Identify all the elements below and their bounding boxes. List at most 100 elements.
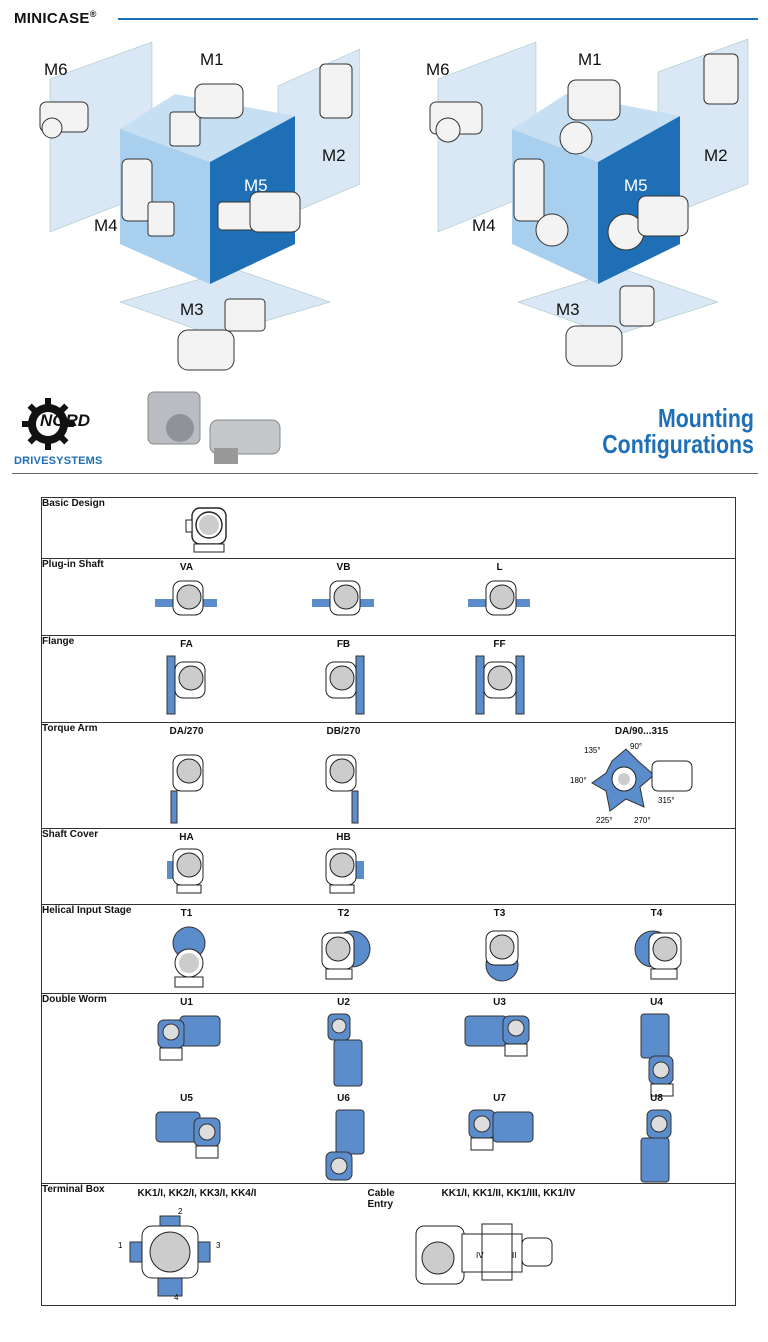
- config-fb: FB: [299, 639, 389, 721]
- t2-icon: [321, 930, 370, 980]
- svg-text:90°: 90°: [630, 742, 642, 751]
- u5-icon: [155, 1111, 220, 1159]
- config-u5: U5: [142, 1093, 232, 1179]
- row-label: Basic Design: [41, 497, 132, 559]
- u6-icon: [325, 1109, 364, 1181]
- mounting-cube-right: [429, 38, 749, 367]
- svg-text:315°: 315°: [658, 796, 675, 805]
- vb-icon: [311, 580, 374, 616]
- svg-text:270°: 270°: [634, 816, 651, 825]
- config-db270: DB/270: [299, 726, 389, 830]
- label-m1-left: M1: [200, 50, 224, 69]
- label-m4-left: M4: [94, 216, 118, 235]
- config-fa: FA: [142, 639, 232, 721]
- cable-entry-label: Cable Entry: [367, 1188, 395, 1210]
- da270-icon: [170, 754, 203, 824]
- config-u8: U8: [612, 1093, 702, 1191]
- config-t3: T3: [455, 908, 545, 994]
- row-basic-design: Basic Design: [41, 497, 736, 559]
- svg-text:180°: 180°: [570, 776, 587, 785]
- label-m3-right: M3: [556, 300, 580, 319]
- config-u6: U6: [299, 1093, 389, 1191]
- config-ha: HA: [142, 832, 232, 904]
- config-hb: HB: [299, 832, 389, 904]
- label-m5-right: M5: [624, 176, 648, 195]
- config-l: L: [455, 562, 545, 630]
- configuration-table: Basic Design Plug-in Shaft VA VB L: [41, 497, 736, 1306]
- svg-text:225°: 225°: [596, 816, 613, 825]
- cable-entry-icon: IV II: [415, 1223, 552, 1285]
- row-label: Double Worm: [41, 993, 132, 1184]
- config-u4: U4: [612, 997, 702, 1105]
- config-u2: U2: [299, 997, 389, 1091]
- terminal-box-variants: KK1/I, KK2/I, KK3/I, KK4/I: [137, 1188, 257, 1199]
- config-ff: FF: [455, 639, 545, 721]
- u3-icon: [464, 1015, 529, 1057]
- fa-icon: [166, 655, 205, 715]
- t3-icon: [485, 930, 518, 982]
- cable-entry-variants: KK1/I, KK1/II, KK1/III, KK1/IV: [441, 1188, 576, 1199]
- t4-icon: [634, 930, 681, 980]
- row-label: Terminal Box: [41, 1183, 132, 1306]
- config-t2: T2: [299, 908, 389, 994]
- t1-icon: [172, 926, 205, 988]
- row-plug-in-shaft: Plug-in Shaft VA VB L: [41, 558, 736, 636]
- label-m6-left: M6: [44, 60, 68, 79]
- config-basic: [162, 502, 252, 557]
- row-label: Flange: [41, 635, 132, 723]
- config-t1: T1: [142, 908, 232, 994]
- l-icon: [467, 580, 530, 616]
- config-va: VA: [142, 562, 232, 630]
- brand-header: MINICASE®: [14, 9, 97, 27]
- db270-icon: [325, 754, 358, 824]
- config-u3: U3: [455, 997, 545, 1083]
- title-rule: [12, 473, 758, 474]
- u2-icon: [327, 1013, 362, 1087]
- row-helical-input-stage: Helical Input Stage T1 T2 T3 T4: [41, 904, 736, 994]
- svg-text:IV: IV: [476, 1251, 484, 1260]
- ha-icon: [166, 848, 203, 894]
- row-label: Shaft Cover: [41, 828, 132, 905]
- terminal-box-icon: 1 2 3 4: [118, 1207, 221, 1302]
- label-m2-left: M2: [322, 146, 346, 165]
- config-da270: DA/270: [142, 726, 232, 830]
- row-shaft-cover: Shaft Cover HA HB: [41, 828, 736, 905]
- mounting-cube-left: [39, 41, 360, 371]
- header-rule: [118, 18, 758, 20]
- u1-icon: [157, 1015, 220, 1061]
- da90-315-icon: 135° 90° 180° 315° 225° 270°: [570, 742, 692, 825]
- nord-logo: NORD: [22, 398, 90, 450]
- row-flange: Flange FA FB FF: [41, 635, 736, 723]
- svg-text:3: 3: [216, 1241, 221, 1250]
- va-icon: [154, 580, 217, 616]
- svg-text:135°: 135°: [584, 746, 601, 755]
- config-u7: U7: [455, 1093, 545, 1179]
- svg-text:1: 1: [118, 1241, 123, 1250]
- basic-icon: [185, 507, 227, 553]
- u4-icon: [640, 1013, 673, 1097]
- ff-icon: [475, 655, 524, 715]
- u8-icon: [640, 1109, 671, 1183]
- row-double-worm: Double Worm U1 U2 U3 U4 U5 U6 U7 U8: [41, 993, 736, 1184]
- row-terminal-box: Terminal Box KK1/I, KK2/I, KK3/I, KK4/I …: [41, 1183, 736, 1306]
- label-m6-right: M6: [426, 60, 450, 79]
- svg-text:2: 2: [178, 1207, 183, 1216]
- u7-icon: [468, 1109, 533, 1151]
- label-m2-right: M2: [704, 146, 728, 165]
- label-m1-right: M1: [578, 50, 602, 69]
- config-u1: U1: [142, 997, 232, 1083]
- config-vb: VB: [299, 562, 389, 630]
- logo-wordmark: NORD: [40, 411, 90, 430]
- row-torque-arm: Torque Arm DA/270 DB/270 DA/90...315 135…: [41, 722, 736, 830]
- config-da90-315: DA/90...315 135° 90° 180° 315° 225° 270°: [562, 726, 722, 830]
- label-m4-right: M4: [472, 216, 496, 235]
- row-label: Helical Input Stage: [41, 904, 132, 994]
- hb-icon: [325, 848, 364, 894]
- logo-subtitle: DRIVESYSTEMS: [14, 455, 103, 467]
- svg-text:4: 4: [174, 1293, 179, 1302]
- row-label: Plug-in Shaft: [41, 558, 132, 636]
- label-m5-left: M5: [244, 176, 268, 195]
- product-photo: [147, 391, 281, 464]
- fb-icon: [325, 655, 364, 715]
